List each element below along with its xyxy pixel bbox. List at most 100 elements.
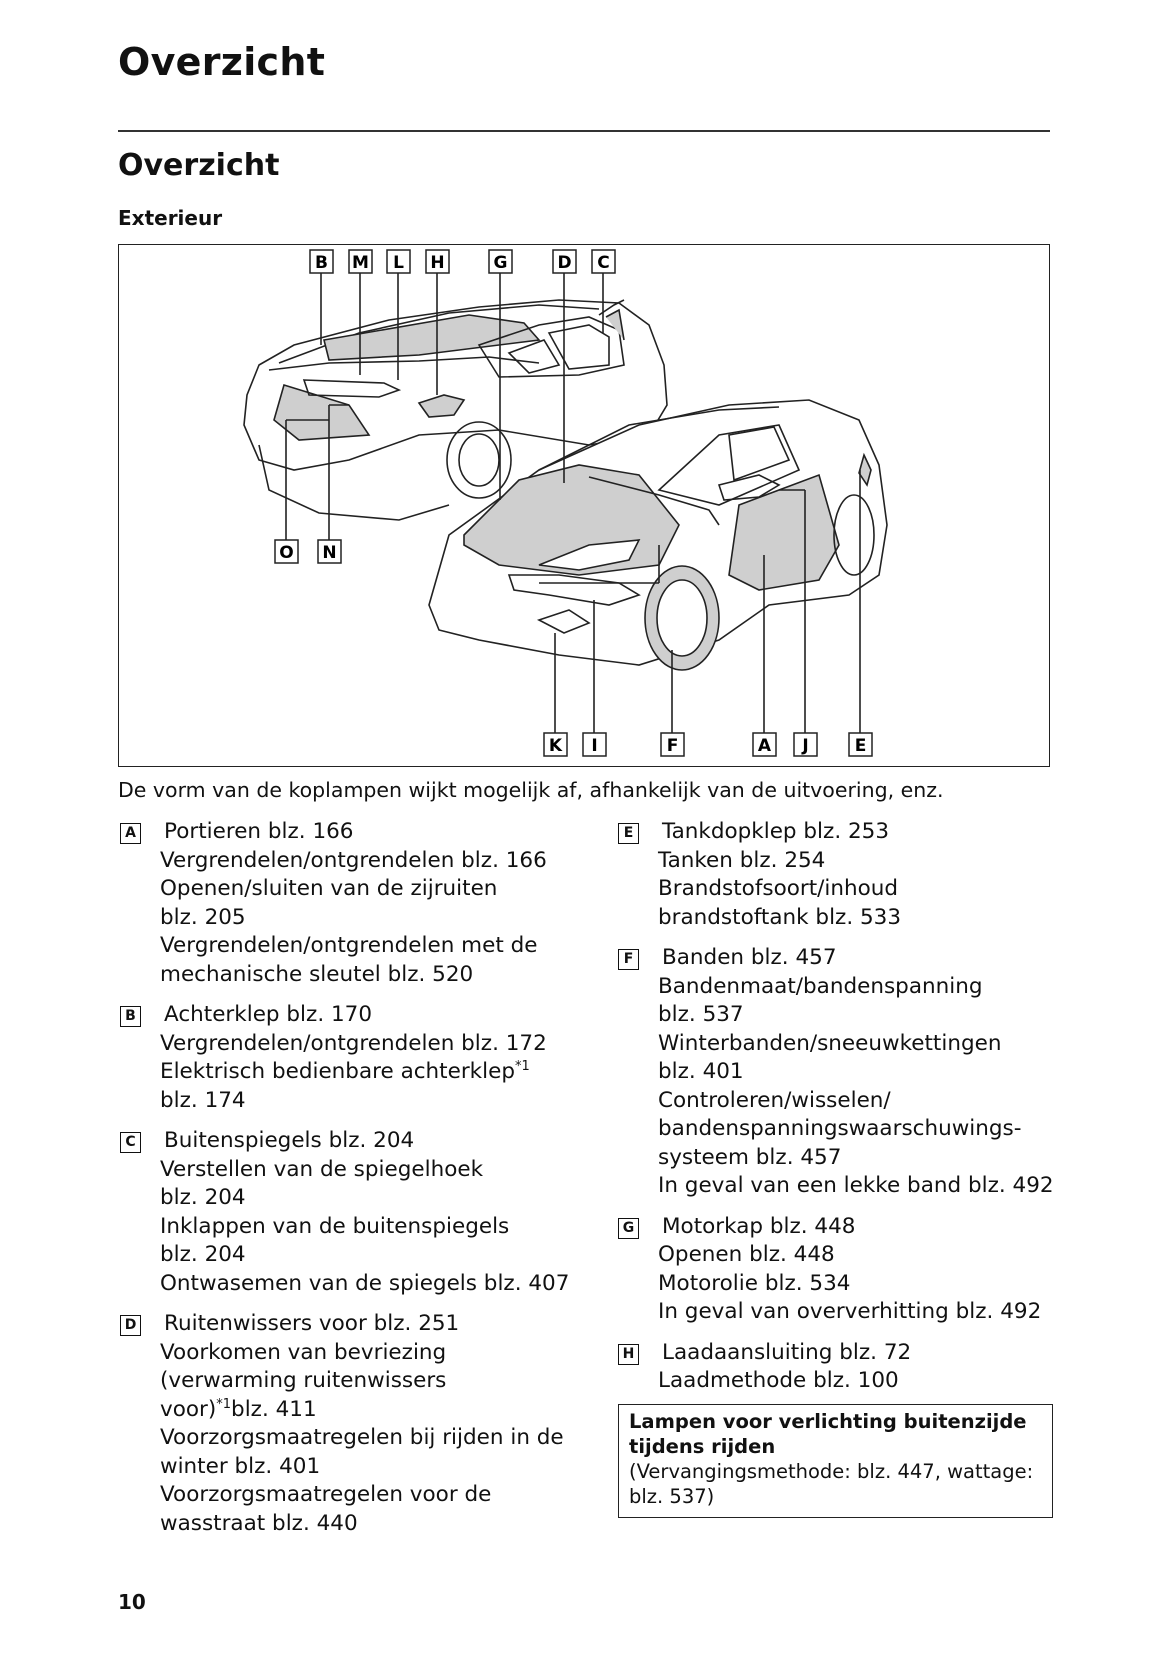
section-subtitle: Exterieur — [118, 206, 223, 230]
chapter-title: Overzicht — [118, 40, 326, 84]
list-item-A: A Portieren blz. 166 Vergrendelen/ontgre… — [120, 818, 590, 989]
footnote-marker: *1 — [216, 1396, 232, 1412]
section-title: Overzicht — [118, 148, 280, 183]
item-line-text: blz. 411 — [231, 1396, 317, 1422]
callout-H: H — [425, 249, 450, 274]
item-line: Ontwasemen van de spiegels blz. 407 — [160, 1270, 570, 1296]
item-line: blz. 537 — [658, 1002, 744, 1027]
svg-text:O: O — [279, 543, 293, 563]
item-line: Tanken blz. 254 — [658, 847, 826, 873]
callout-E: E — [848, 732, 873, 757]
page-number: 10 — [118, 1590, 146, 1614]
item-line: Tankdopklep blz. 253 — [662, 819, 890, 844]
lamp-info-note: Lampen voor verlichting buitenzijde tijd… — [618, 1404, 1053, 1518]
item-key-H: H — [618, 1343, 639, 1365]
callout-G: G — [488, 249, 513, 274]
item-line: (verwarming ruitenwissers — [160, 1368, 447, 1393]
item-line: Openen blz. 448 — [658, 1242, 835, 1267]
item-line: Achterklep blz. 170 — [164, 1002, 373, 1027]
svg-text:E: E — [855, 736, 867, 756]
item-line: brandstoftank blz. 533 — [658, 904, 902, 930]
item-line: Controleren/wisselen/ — [658, 1087, 891, 1113]
item-key-C: C — [120, 1132, 141, 1153]
item-line: Laadmethode blz. 100 — [658, 1368, 899, 1393]
callout-K: K — [543, 732, 568, 757]
note-title: Lampen voor verlichting buitenzijde tijd… — [629, 1410, 1027, 1458]
item-line: bandenspanningswaarschuwings- — [658, 1116, 1022, 1141]
item-line-text: Elektrisch bedienbare achterklep — [160, 1059, 515, 1084]
item-key-F: F — [618, 949, 639, 970]
car-illustration: B M L H G D C O N K I F A J E — [243, 249, 888, 757]
item-line: blz. 205 — [160, 904, 246, 930]
footnote-marker: *1 — [514, 1058, 530, 1074]
callout-C: C — [591, 249, 616, 274]
callout-D: D — [552, 249, 577, 274]
list-item-E: E Tankdopklep blz. 253 Tanken blz. 254 B… — [618, 818, 1058, 932]
item-line: winter blz. 401 — [160, 1453, 321, 1479]
item-line: Ruitenwissers voor blz. 251 — [164, 1311, 460, 1336]
item-line: Voorkomen van bevriezing — [160, 1339, 447, 1365]
bottom-callouts: K I F A J E — [543, 732, 873, 757]
item-line: Laadaansluiting blz. 72 — [662, 1339, 912, 1365]
item-line: Vergrendelen/ontgrendelen blz. 166 — [160, 847, 547, 873]
callout-B: B — [309, 249, 334, 274]
svg-text:M: M — [352, 253, 369, 273]
item-line: systeem blz. 457 — [658, 1144, 842, 1170]
item-line: voor)*1blz. 411 — [160, 1396, 590, 1425]
list-item-D: D Ruitenwissers voor blz. 251 Voorkomen … — [120, 1310, 590, 1538]
svg-text:J: J — [801, 736, 808, 756]
front-car-drawing — [428, 399, 888, 671]
item-line: Elektrisch bedienbare achterklep*1 — [160, 1058, 590, 1087]
callout-I: I — [582, 732, 607, 757]
item-key-B: B — [120, 1006, 141, 1027]
item-line: mechanische sleutel blz. 520 — [160, 961, 474, 987]
left-callouts: O N — [274, 539, 342, 564]
list-item-G: G Motorkap blz. 448 Openen blz. 448 Moto… — [618, 1213, 1058, 1327]
callout-O: O — [274, 539, 299, 564]
list-item-H: H Laadaansluiting blz. 72 Laadmethode bl… — [618, 1339, 1058, 1396]
item-line: Winterbanden/sneeuwkettingen — [658, 1030, 1002, 1056]
item-line: In geval van oververhitting blz. 492 — [658, 1299, 1042, 1324]
item-line: wasstraat blz. 440 — [160, 1510, 358, 1536]
note-body: (Vervangingsmethode: blz. 447, wattage: … — [629, 1460, 1034, 1508]
item-line: Vergrendelen/ontgrendelen met de — [160, 933, 538, 958]
car-exterior-figure: B M L H G D C O N K I F A J E — [118, 244, 1050, 767]
item-line: Openen/sluiten van de zijruiten — [160, 876, 498, 901]
item-key-A: A — [120, 823, 141, 844]
figure-caption: De vorm van de koplampen wijkt mogelijk … — [118, 778, 944, 802]
list-item-B: B Achterklep blz. 170 Vergrendelen/ontgr… — [120, 1001, 590, 1115]
left-column: A Portieren blz. 166 Vergrendelen/ontgre… — [120, 818, 590, 1550]
item-line: Voorzorgsmaatregelen bij rijden in de — [160, 1425, 564, 1450]
item-line: Banden blz. 457 — [662, 945, 837, 970]
callout-M: M — [348, 249, 373, 274]
svg-text:I: I — [591, 736, 597, 756]
item-key-D: D — [120, 1315, 141, 1336]
item-line: blz. 174 — [160, 1087, 246, 1113]
right-column: E Tankdopklep blz. 253 Tanken blz. 254 B… — [618, 818, 1058, 1408]
list-item-C: C Buitenspiegels blz. 204 Verstellen van… — [120, 1127, 590, 1298]
svg-text:G: G — [494, 253, 508, 273]
svg-text:C: C — [597, 253, 609, 273]
item-line: In geval van een lekke band blz. 492 — [658, 1173, 1054, 1198]
item-line: Bandenmaat/bandenspanning — [658, 973, 983, 999]
svg-text:L: L — [393, 253, 404, 273]
svg-text:F: F — [667, 736, 679, 756]
item-key-G: G — [618, 1217, 639, 1239]
top-callouts: B M L H G D C — [309, 249, 616, 274]
callout-L: L — [386, 249, 411, 274]
svg-text:N: N — [322, 543, 336, 563]
callout-F: F — [660, 732, 685, 757]
item-key-E: E — [618, 823, 639, 844]
callout-N: N — [317, 539, 342, 564]
item-line: blz. 204 — [160, 1185, 246, 1210]
svg-text:A: A — [758, 736, 772, 756]
list-item-F: F Banden blz. 457 Bandenmaat/bandenspann… — [618, 944, 1058, 1201]
rear-car-drawing — [243, 299, 668, 521]
item-line: Motorkap blz. 448 — [662, 1213, 856, 1239]
svg-text:H: H — [430, 253, 444, 273]
item-line: Voorzorgsmaatregelen voor de — [160, 1482, 492, 1507]
callout-A: A — [752, 732, 777, 757]
item-line: Inklappen van de buitenspiegels — [160, 1213, 510, 1239]
item-line-text: voor) — [160, 1396, 217, 1422]
callout-J: J — [793, 732, 818, 757]
